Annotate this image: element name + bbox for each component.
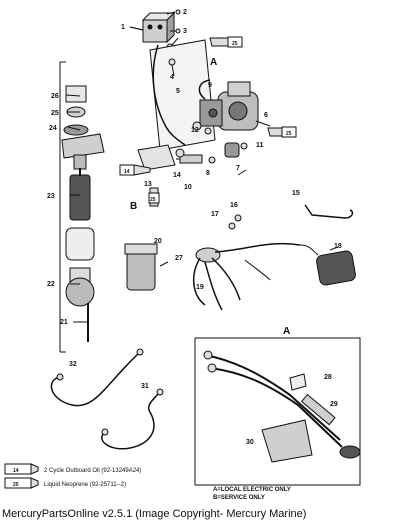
label-14: 14	[173, 172, 181, 179]
section-b-label: B	[130, 201, 137, 212]
copyright-footer: MercuryPartsOnline v2.5.1 (Image Copyrig…	[2, 508, 307, 520]
armature-23	[69, 174, 91, 221]
tube-25-top	[209, 36, 243, 48]
tube-code-25-top: 25	[232, 41, 238, 47]
label-13: 13	[144, 181, 152, 188]
battery-cable	[204, 354, 341, 441]
label-10: 10	[184, 184, 192, 191]
wire-5	[152, 44, 186, 146]
tube-14-left	[119, 164, 151, 176]
label-25: 25	[51, 110, 59, 117]
label-26: 26	[51, 93, 59, 100]
label-8: 8	[206, 170, 210, 177]
legend-note-b: B=SERVICE ONLY	[213, 495, 265, 501]
frame-b	[65, 227, 95, 261]
label-5: 5	[176, 88, 180, 95]
starter-motor-6	[199, 81, 259, 131]
solenoid-20	[126, 251, 156, 291]
label-18: 18	[334, 243, 342, 250]
label-9: 9	[208, 82, 212, 89]
cable-32	[50, 351, 141, 407]
label-31: 31	[141, 383, 149, 390]
bracket-plate	[149, 39, 216, 151]
cable-19	[195, 247, 221, 263]
label-3: 3	[183, 28, 187, 35]
clip-15	[304, 204, 354, 219]
tube-25-right	[267, 126, 297, 138]
label-17: 17	[211, 211, 219, 218]
cable-31	[101, 391, 161, 450]
legend-code-14: 14	[13, 468, 19, 474]
label-28: 28	[324, 374, 332, 381]
label-27: 27	[175, 255, 183, 262]
label-29: 29	[330, 401, 338, 408]
legend-text-14: 2 Cycle Outboard Oil (92-13249A24)	[44, 468, 141, 474]
tube-code-25-right: 25	[286, 131, 292, 137]
parts-diagram: 1 2 3 4 5 6 7 8 9 10 11 12 13 14 15 16 1…	[4, 9, 361, 501]
section-a-label: A	[210, 57, 217, 68]
boot-29	[300, 393, 336, 426]
tube-25-lower	[148, 187, 160, 207]
harness-plug-18	[316, 250, 356, 286]
label-1: 1	[121, 24, 125, 31]
label-32: 32	[69, 361, 77, 368]
label-20: 20	[154, 238, 162, 245]
label-30: 30	[246, 439, 254, 446]
end-cap-24	[61, 133, 105, 159]
legend-tube-14	[4, 463, 39, 475]
tube-code-14-left: 14	[124, 169, 130, 175]
legend-tube-25	[4, 477, 39, 489]
label-24: 24	[49, 125, 57, 132]
clamp-30	[261, 419, 313, 463]
legend-text-25: Liquid Neoprene (92-25711--2)	[44, 482, 126, 488]
label-16: 16	[230, 202, 238, 209]
label-6: 6	[264, 112, 268, 119]
label-7: 7	[236, 165, 240, 172]
brush-plate-22	[65, 277, 95, 307]
clip-28	[289, 373, 307, 391]
part-26	[65, 85, 87, 103]
label-21: 21	[60, 319, 68, 326]
label-23: 23	[47, 193, 55, 200]
label-19: 19	[196, 284, 204, 291]
section-a-box-label: A	[283, 326, 290, 337]
label-15: 15	[292, 190, 300, 197]
label-12: 12	[191, 127, 199, 134]
solenoid-1	[141, 11, 176, 44]
label-4: 4	[170, 74, 174, 81]
label-2: 2	[183, 9, 187, 16]
legend-code-25: 25	[13, 482, 19, 488]
label-11: 11	[256, 142, 264, 149]
label-22: 22	[47, 281, 55, 288]
tube-code-25-lower: 25	[150, 197, 156, 203]
legend-note-a: A=LOCAL ELECTRIC ONLY	[213, 487, 291, 493]
